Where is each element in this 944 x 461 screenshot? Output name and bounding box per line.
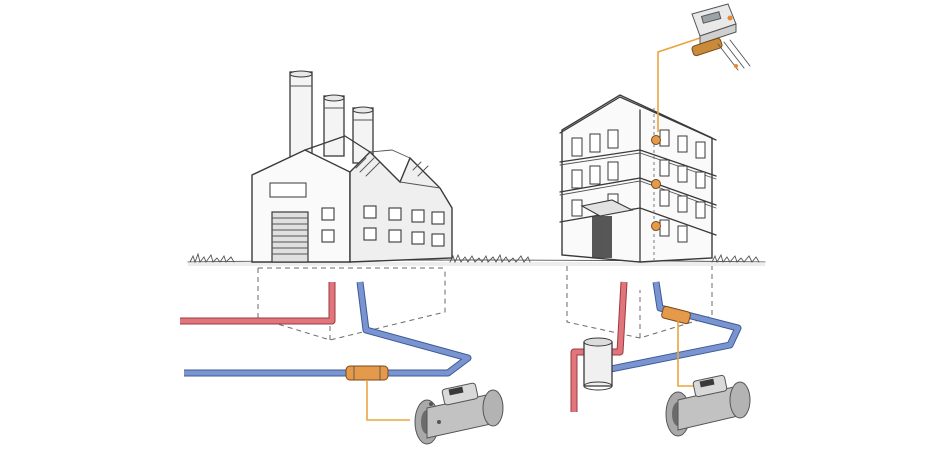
office-return-pipe	[595, 281, 742, 376]
factory-building-icon	[251, 70, 453, 263]
office-entrance	[580, 199, 634, 259]
factory-garage-door	[271, 211, 309, 263]
office-windows	[571, 129, 706, 243]
ground-surface	[187, 252, 766, 266]
office-floor-meter-marks	[651, 135, 661, 231]
compact-heat-meter-icon	[691, 3, 751, 71]
ultrasonic-flow-meter-icon	[414, 382, 504, 445]
factory-foundation	[257, 267, 446, 341]
ultrasonic-flow-meter-icon	[665, 374, 751, 437]
factory-supply-pipe	[180, 282, 336, 325]
meter-callout-lines	[366, 37, 701, 421]
factory-return-pipe	[184, 281, 472, 381]
office-foundation	[566, 266, 713, 339]
office-building-icon	[559, 94, 717, 263]
factory-windows	[321, 205, 445, 247]
factory-chimneys	[289, 70, 374, 164]
buffer-tank-icon	[583, 337, 613, 391]
